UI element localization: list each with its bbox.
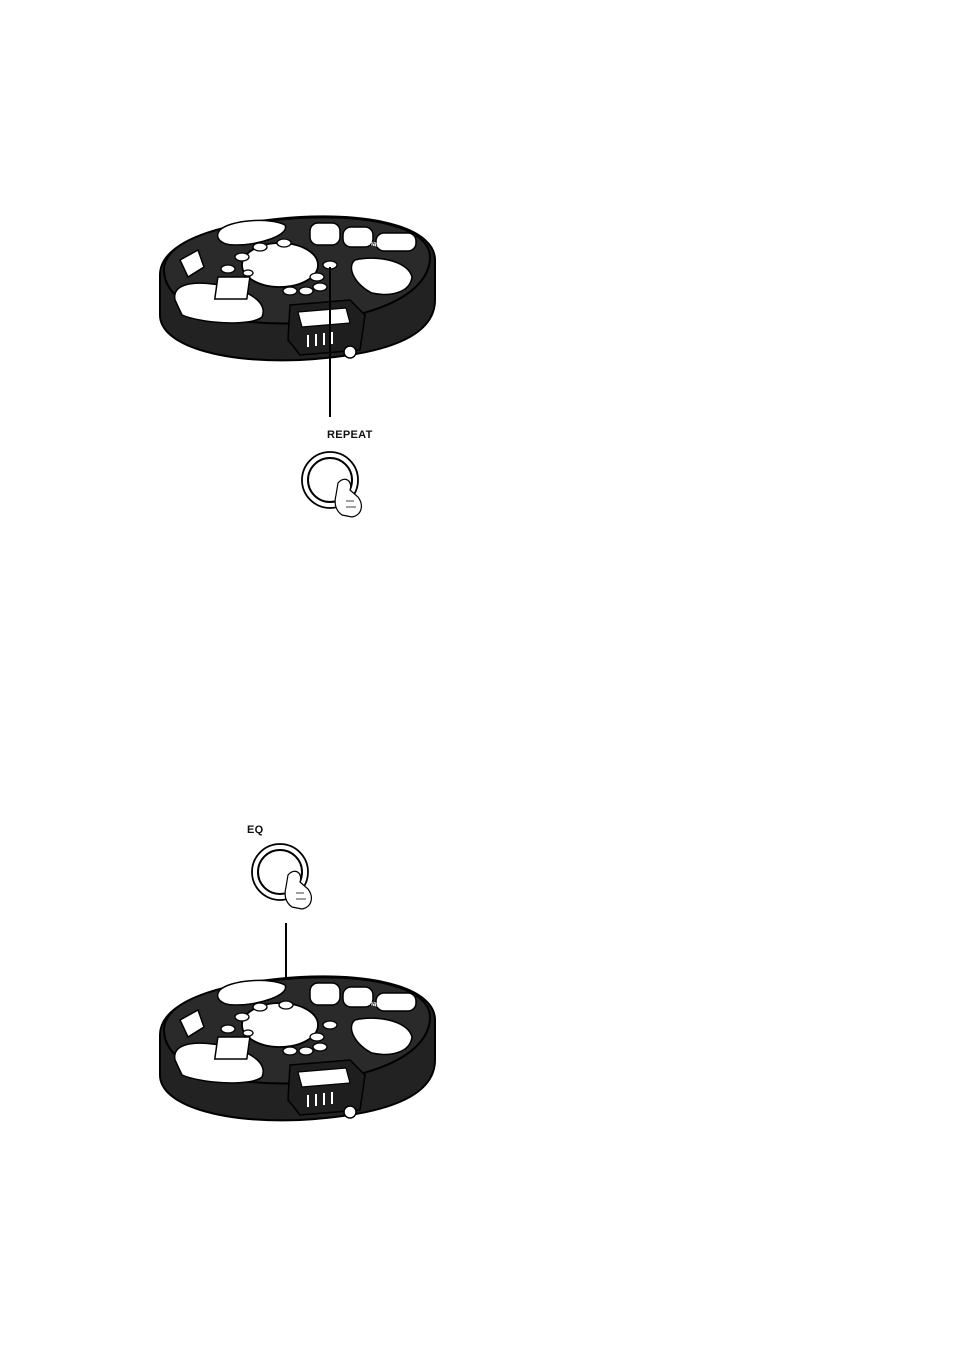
eq-button-graphic bbox=[252, 844, 311, 909]
figure-repeat: Panasonic REPEAT bbox=[150, 205, 450, 525]
figure-eq: Panasonic EQ bbox=[150, 820, 450, 1140]
cd-player-illustration: Panasonic bbox=[150, 820, 450, 1140]
repeat-button-graphic bbox=[302, 452, 361, 517]
repeat-label: REPEAT bbox=[327, 429, 373, 441]
eq-label: EQ bbox=[247, 824, 264, 836]
cd-player-illustration: Panasonic bbox=[150, 205, 450, 525]
